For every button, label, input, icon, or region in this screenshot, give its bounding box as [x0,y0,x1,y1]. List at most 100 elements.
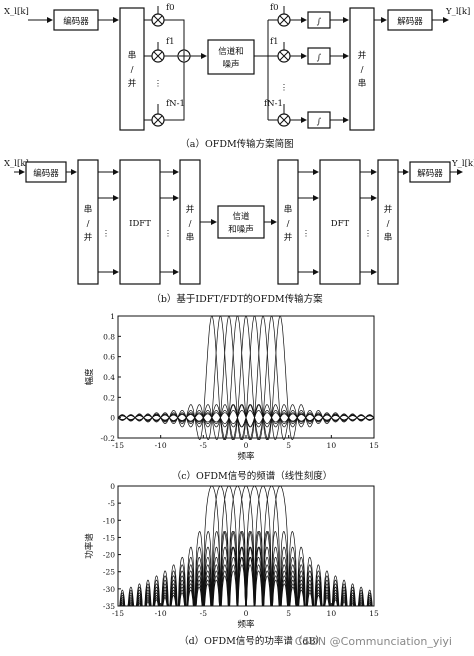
svg-text:串: 串 [384,233,393,243]
x-tick-label: 15 [369,609,379,618]
svg-text:/: / [189,219,192,229]
series-line-8 [117,315,375,441]
svg-text:串: 串 [358,79,367,89]
sp-box-a [119,7,145,131]
svg-text:并: 并 [128,78,137,89]
svg-text:解码器: 解码器 [397,16,423,27]
y-axis-label: 功率谱 [84,533,95,559]
x-tick-label: -5 [200,609,208,618]
svg-text:/: / [387,219,390,229]
x-tick-label: -15 [112,609,124,618]
svg-text:/: / [361,65,364,75]
x-axis-label: 频率 [237,451,255,462]
f1-label-a: f1 [166,37,175,47]
x-tick-label: 0 [244,441,249,450]
series-line-8 [118,485,374,607]
svg-text:DFT: DFT [331,219,350,229]
y-axis-label: 幅度 [84,368,95,386]
svg-text:和噪声: 和噪声 [228,224,254,235]
svg-text:串: 串 [284,205,293,215]
svg-text:并: 并 [358,50,367,61]
svg-text:并: 并 [284,232,293,243]
chart-linear-spectrum: -15 -10 -5 0 5 10 15 -0.2 0 0.2 0.4 0.6 0.8 1 频率 幅度 [84,312,379,462]
svg-text:串: 串 [128,51,137,61]
encoder-label-a: 编码器 [63,16,89,27]
svg-text:f0: f0 [270,3,279,13]
caption-a: （a）OFDM传输方案简图 [180,138,293,150]
y-tick-label: -10 [103,516,115,525]
svg-text:/: / [287,219,290,229]
x-tick-label: 5 [286,441,291,450]
channel-box-a [207,39,255,75]
caption-c: （c）OFDM信号的频谱（线性刻度） [172,470,333,482]
svg-text:∫: ∫ [317,53,322,63]
dft-box [319,159,361,285]
svg-text:并: 并 [384,204,393,215]
fn1-label-a: fN-1 [166,99,185,109]
svg-text:⋮: ⋮ [280,83,289,93]
y-tick-label: 1 [110,312,115,321]
sp-box-b2 [277,159,299,285]
mixers-tx: f0 f1 ⋮ fN-1 [144,3,207,127]
y-tick-label: 0.6 [103,353,115,362]
f0-label-a: f0 [166,3,175,13]
x-tick-label: -10 [155,441,167,450]
svg-text:编码器: 编码器 [33,168,59,179]
x-tick-label: 10 [327,441,337,450]
y-tick-label: -30 [103,585,115,594]
y-tick-label: -5 [108,499,116,508]
x-tick-label: -10 [155,609,167,618]
svg-text:串: 串 [186,233,195,243]
input-label-a: X_l[k] [4,7,29,17]
svg-text:噪声: 噪声 [222,59,239,70]
svg-text:∫: ∫ [317,117,322,127]
svg-text:并: 并 [186,204,195,215]
y-tick-label: 0.2 [103,393,115,402]
svg-text:⋮: ⋮ [102,229,111,239]
y-tick-label: -20 [103,551,115,560]
y-tick-label: -35 [103,602,115,611]
sp-box-b [77,159,99,285]
caption-d: （d）OFDM信号的功率谱（dB） [179,635,325,647]
y-tick-label: 0.4 [103,373,115,382]
idft-box [119,159,161,285]
y-tick-label: -0.2 [101,434,116,443]
output-label-a: Y_l[k] [445,7,470,17]
x-tick-label: 0 [244,609,249,618]
x-tick-label: 15 [369,441,379,450]
svg-text:∫: ∫ [317,17,322,27]
svg-text:fN-1: fN-1 [264,99,283,109]
x-tick-label: -15 [112,441,124,450]
caption-b: （b）基于IDFT/FDT的OFDM传输方案 [151,293,323,305]
svg-text:⋮: ⋮ [302,229,311,239]
series-line-5 [118,485,374,607]
svg-text:串: 串 [84,205,93,215]
y-tick-label: 0.8 [103,332,115,341]
svg-text:并: 并 [84,232,93,243]
svg-text:信道: 信道 [232,211,250,222]
y-tick-label: 0 [110,482,115,491]
x-tick-label: 10 [327,609,337,618]
y-tick-label: 0 [110,414,115,423]
svg-text:X_l[k]: X_l[k] [4,159,29,169]
svg-text:/: / [87,219,90,229]
svg-text:/: / [131,65,134,75]
ps-box-a [349,7,375,131]
svg-text:f1: f1 [270,37,279,47]
watermark: CSDN @Communciation_yiyi [294,635,452,648]
channel-box-b [217,205,265,239]
svg-text:Y_l[k]: Y_l[k] [451,159,474,169]
svg-text:⋮: ⋮ [164,229,173,239]
svg-text:IDFT: IDFT [129,219,151,229]
y-tick-label: -15 [103,533,115,542]
ps-box-b2 [377,159,399,285]
mixers-rx: f0 ∫ f1 ∫ ⋮ fN-1 ∫ [264,3,349,129]
svg-text:信道和: 信道和 [218,46,244,57]
y-tick-label: -25 [103,568,115,577]
diagram-b: X_l[k] 编码器 串 / 并 ⋮ IDFT ⋮ 并 / 串 信道 和噪声 串… [4,159,474,305]
x-axis-label: 频率 [237,619,255,630]
svg-text:⋮: ⋮ [154,79,163,89]
x-tick-label: -5 [200,441,208,450]
